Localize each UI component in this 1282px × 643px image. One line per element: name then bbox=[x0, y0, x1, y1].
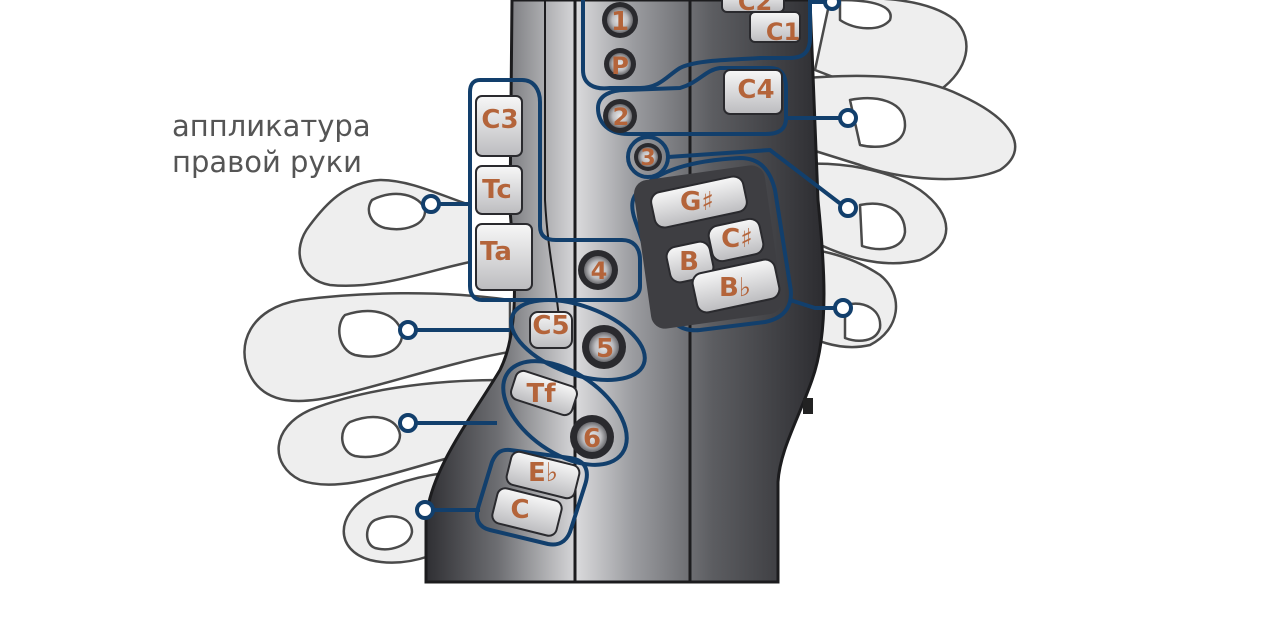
endpoint-tf bbox=[398, 413, 418, 433]
hole-P bbox=[604, 48, 636, 80]
label-key-C5: C5 bbox=[532, 311, 569, 341]
outline-c3-group bbox=[468, 78, 642, 302]
endpoint-3 bbox=[838, 198, 858, 218]
endpoint-gs bbox=[833, 298, 853, 318]
label-key-Gs: G♯ bbox=[680, 187, 714, 217]
nail-left-4 bbox=[365, 515, 414, 551]
leader-3 bbox=[667, 147, 848, 210]
label-key-B: B bbox=[679, 247, 699, 277]
key-Cs bbox=[707, 217, 765, 263]
nail-left-2 bbox=[338, 309, 404, 358]
label-key-C3: C3 bbox=[481, 105, 518, 135]
key-C4 bbox=[723, 69, 783, 115]
nail-left-1 bbox=[367, 192, 427, 231]
label-key-Cs: C♯ bbox=[721, 224, 753, 254]
label-key-1: 1 bbox=[611, 7, 629, 37]
label-key-4: 4 bbox=[591, 257, 608, 285]
label-key-Tf: Tf bbox=[526, 379, 556, 409]
key-Tc bbox=[475, 165, 523, 215]
outline-tf-group bbox=[501, 359, 629, 467]
nail-right-2 bbox=[858, 202, 907, 251]
endpoint-top bbox=[823, 0, 841, 11]
key-Ta bbox=[475, 223, 533, 291]
endpoint-c5 bbox=[398, 320, 418, 340]
outline-top-group bbox=[581, 0, 812, 91]
label-key-Eb: E♭ bbox=[528, 458, 558, 488]
key-Gs bbox=[650, 175, 748, 229]
label-key-C1: C1 bbox=[766, 18, 800, 46]
caption: аппликатура правой руки bbox=[172, 108, 371, 180]
label-key-6: 6 bbox=[583, 424, 601, 454]
outline-c5-group bbox=[509, 298, 647, 382]
label-key-3: 3 bbox=[640, 146, 655, 171]
label-key-5: 5 bbox=[596, 334, 614, 364]
hole-3 bbox=[634, 143, 662, 171]
key-C bbox=[491, 487, 563, 537]
caption-line-1: аппликатура bbox=[172, 109, 371, 143]
nail-right-3 bbox=[843, 302, 882, 342]
outline-gs-group bbox=[630, 156, 793, 333]
label-key-C4: C4 bbox=[737, 75, 774, 105]
label-key-C2: C2 bbox=[738, 0, 772, 16]
label-key-Bb: B♭ bbox=[719, 273, 751, 303]
label-key-C: C bbox=[510, 495, 529, 525]
label-key-2: 2 bbox=[613, 103, 630, 131]
hole-2 bbox=[603, 99, 637, 133]
body-side-clip bbox=[803, 398, 813, 414]
label-key-Tc: Tc bbox=[482, 175, 512, 205]
key-C3 bbox=[475, 95, 523, 157]
nail-right-0 bbox=[838, 0, 892, 30]
outline-eb-group bbox=[474, 447, 589, 547]
label-key-Ta: Ta bbox=[480, 237, 512, 267]
key-Tf bbox=[510, 369, 578, 417]
key-Bb bbox=[691, 258, 781, 314]
endpoint-eb bbox=[415, 500, 435, 520]
keys bbox=[475, 0, 801, 537]
nail-left-3 bbox=[341, 415, 402, 459]
key-labels: 1 P C2 C1 2 C4 3 C3 Tc Ta 4 G♯ B C♯ B♭ C… bbox=[480, 0, 800, 525]
key-C1 bbox=[749, 11, 801, 43]
label-key-P: P bbox=[611, 52, 629, 80]
endpoint-c3 bbox=[421, 194, 441, 214]
caption-line-2: правой руки bbox=[172, 145, 362, 179]
key-Eb bbox=[505, 450, 581, 500]
right-hand-fingers bbox=[778, 0, 1017, 349]
endpoint-c4 bbox=[838, 108, 858, 128]
callout-endpoints bbox=[398, 0, 858, 520]
key-C5 bbox=[529, 311, 573, 349]
hole-5 bbox=[582, 325, 626, 369]
hole-4 bbox=[578, 250, 618, 290]
hole-1 bbox=[602, 2, 638, 38]
nail-right-1 bbox=[848, 97, 907, 149]
hole-6 bbox=[570, 415, 614, 459]
